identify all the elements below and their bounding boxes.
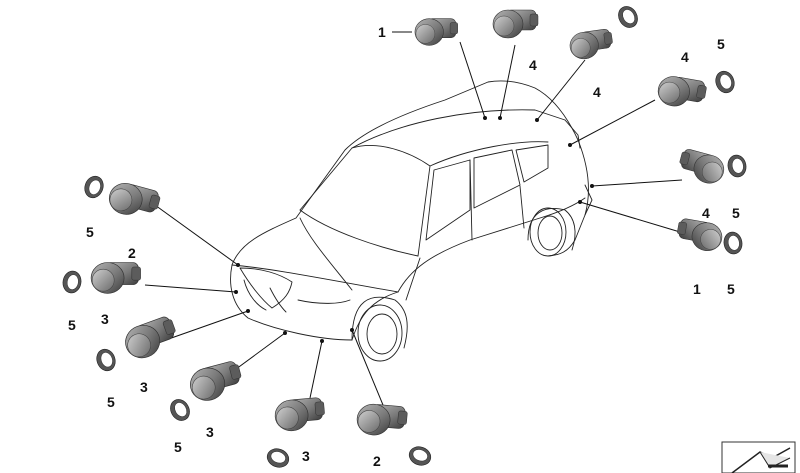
callout-c2: 4	[529, 57, 537, 73]
sensor-top-4	[655, 73, 708, 112]
callout-c3: 4	[593, 84, 601, 100]
callout-c5: 5	[717, 36, 725, 52]
callout-c4: 4	[681, 49, 689, 65]
callout-l6: 5	[107, 394, 115, 410]
callout-l5: 3	[140, 379, 148, 395]
leader-dots	[234, 116, 594, 343]
callout-l2: 2	[128, 245, 136, 261]
sensor-right-1	[675, 147, 728, 187]
callout-b1: 3	[206, 424, 214, 440]
callout-l4: 3	[101, 311, 109, 327]
callout-l3: 5	[68, 317, 76, 333]
sensor-right-2	[674, 217, 725, 254]
callout-l1: 5	[86, 224, 94, 240]
ring-left-3	[93, 346, 119, 374]
sensor-bottom-1	[186, 359, 246, 405]
sensor-top-3	[567, 28, 615, 61]
ring-bottom-1	[166, 395, 194, 425]
sensor-left-1	[105, 179, 162, 223]
ring-left-1	[81, 173, 107, 201]
ring-bottom-2	[264, 445, 292, 471]
sensor-bottom-3	[355, 402, 409, 439]
sensor-bottom-2	[273, 396, 327, 433]
sensor-top-1	[414, 18, 458, 46]
callout-r4: 5	[727, 281, 735, 297]
ring-top-1	[614, 2, 642, 32]
ring-left-2	[60, 269, 84, 295]
sensor-top-2	[492, 9, 539, 39]
leader-lines	[144, 41, 683, 406]
callout-r1: 4	[702, 205, 710, 221]
callout-b4: 2	[373, 453, 381, 469]
ring-top-2	[712, 68, 738, 96]
ring-right-1	[725, 153, 749, 179]
ring-right-2	[721, 230, 745, 256]
callout-c1: 1	[378, 24, 386, 40]
callout-b3: 3	[302, 448, 310, 464]
callout-r3: 1	[693, 281, 701, 297]
sensor-left-2	[90, 262, 141, 294]
callout-r2: 5	[732, 205, 740, 221]
catalog-corner-icon	[721, 441, 796, 473]
callout-b2: 5	[174, 439, 182, 455]
ring-bottom-3	[406, 443, 434, 469]
car-outline-icon	[230, 80, 593, 362]
sensor-left-3	[120, 314, 181, 363]
